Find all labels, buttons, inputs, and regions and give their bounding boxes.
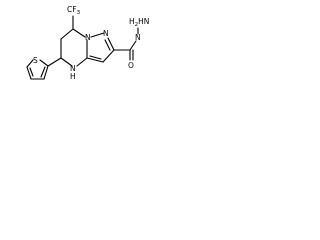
bond-th-c2-s (39, 59, 49, 67)
bond-th-c2-c3 (43, 65, 49, 80)
thiophene-sulfur-label: S (33, 56, 38, 65)
hydrazide-nh-label: N (135, 33, 141, 42)
bond-th-c5-s (26, 59, 34, 68)
cf3-label: CF3 (67, 5, 81, 16)
bond-c3-c3a-double (89, 55, 102, 60)
chemical-structure-diagram: CF3 N N N H H2HN N O S (26, 5, 149, 81)
bond-c3-c3a (86, 57, 104, 63)
ring-nh-label: N (70, 64, 76, 73)
bond-c2-c3 (102, 49, 115, 63)
bond-n1-n2 (90, 32, 105, 38)
bond-n2-c2-double (104, 39, 111, 51)
bond-c5-n4 (60, 57, 73, 67)
ring-nh-hydrogen-label: H (70, 72, 76, 81)
bond-c7-c6 (60, 28, 74, 40)
bond-th-c2-c3-double (40, 66, 46, 78)
bridgehead-nitrogen-label: N (85, 33, 91, 42)
bond-th-c4-c5 (26, 66, 32, 80)
bond-c5-thiophene (47, 57, 62, 67)
pyrazole-nitrogen-label: N (103, 29, 109, 38)
bond-n2-c2 (107, 37, 115, 51)
carbonyl-oxygen-label: O (128, 61, 134, 70)
bond-th-c4-c5-double (29, 67, 34, 77)
hydrazide-nh2-label: H2HN (129, 17, 149, 28)
bond-c7-n1 (72, 28, 86, 38)
bond-carbonyl-n (129, 40, 137, 51)
bond-n4-c3a (76, 57, 88, 67)
